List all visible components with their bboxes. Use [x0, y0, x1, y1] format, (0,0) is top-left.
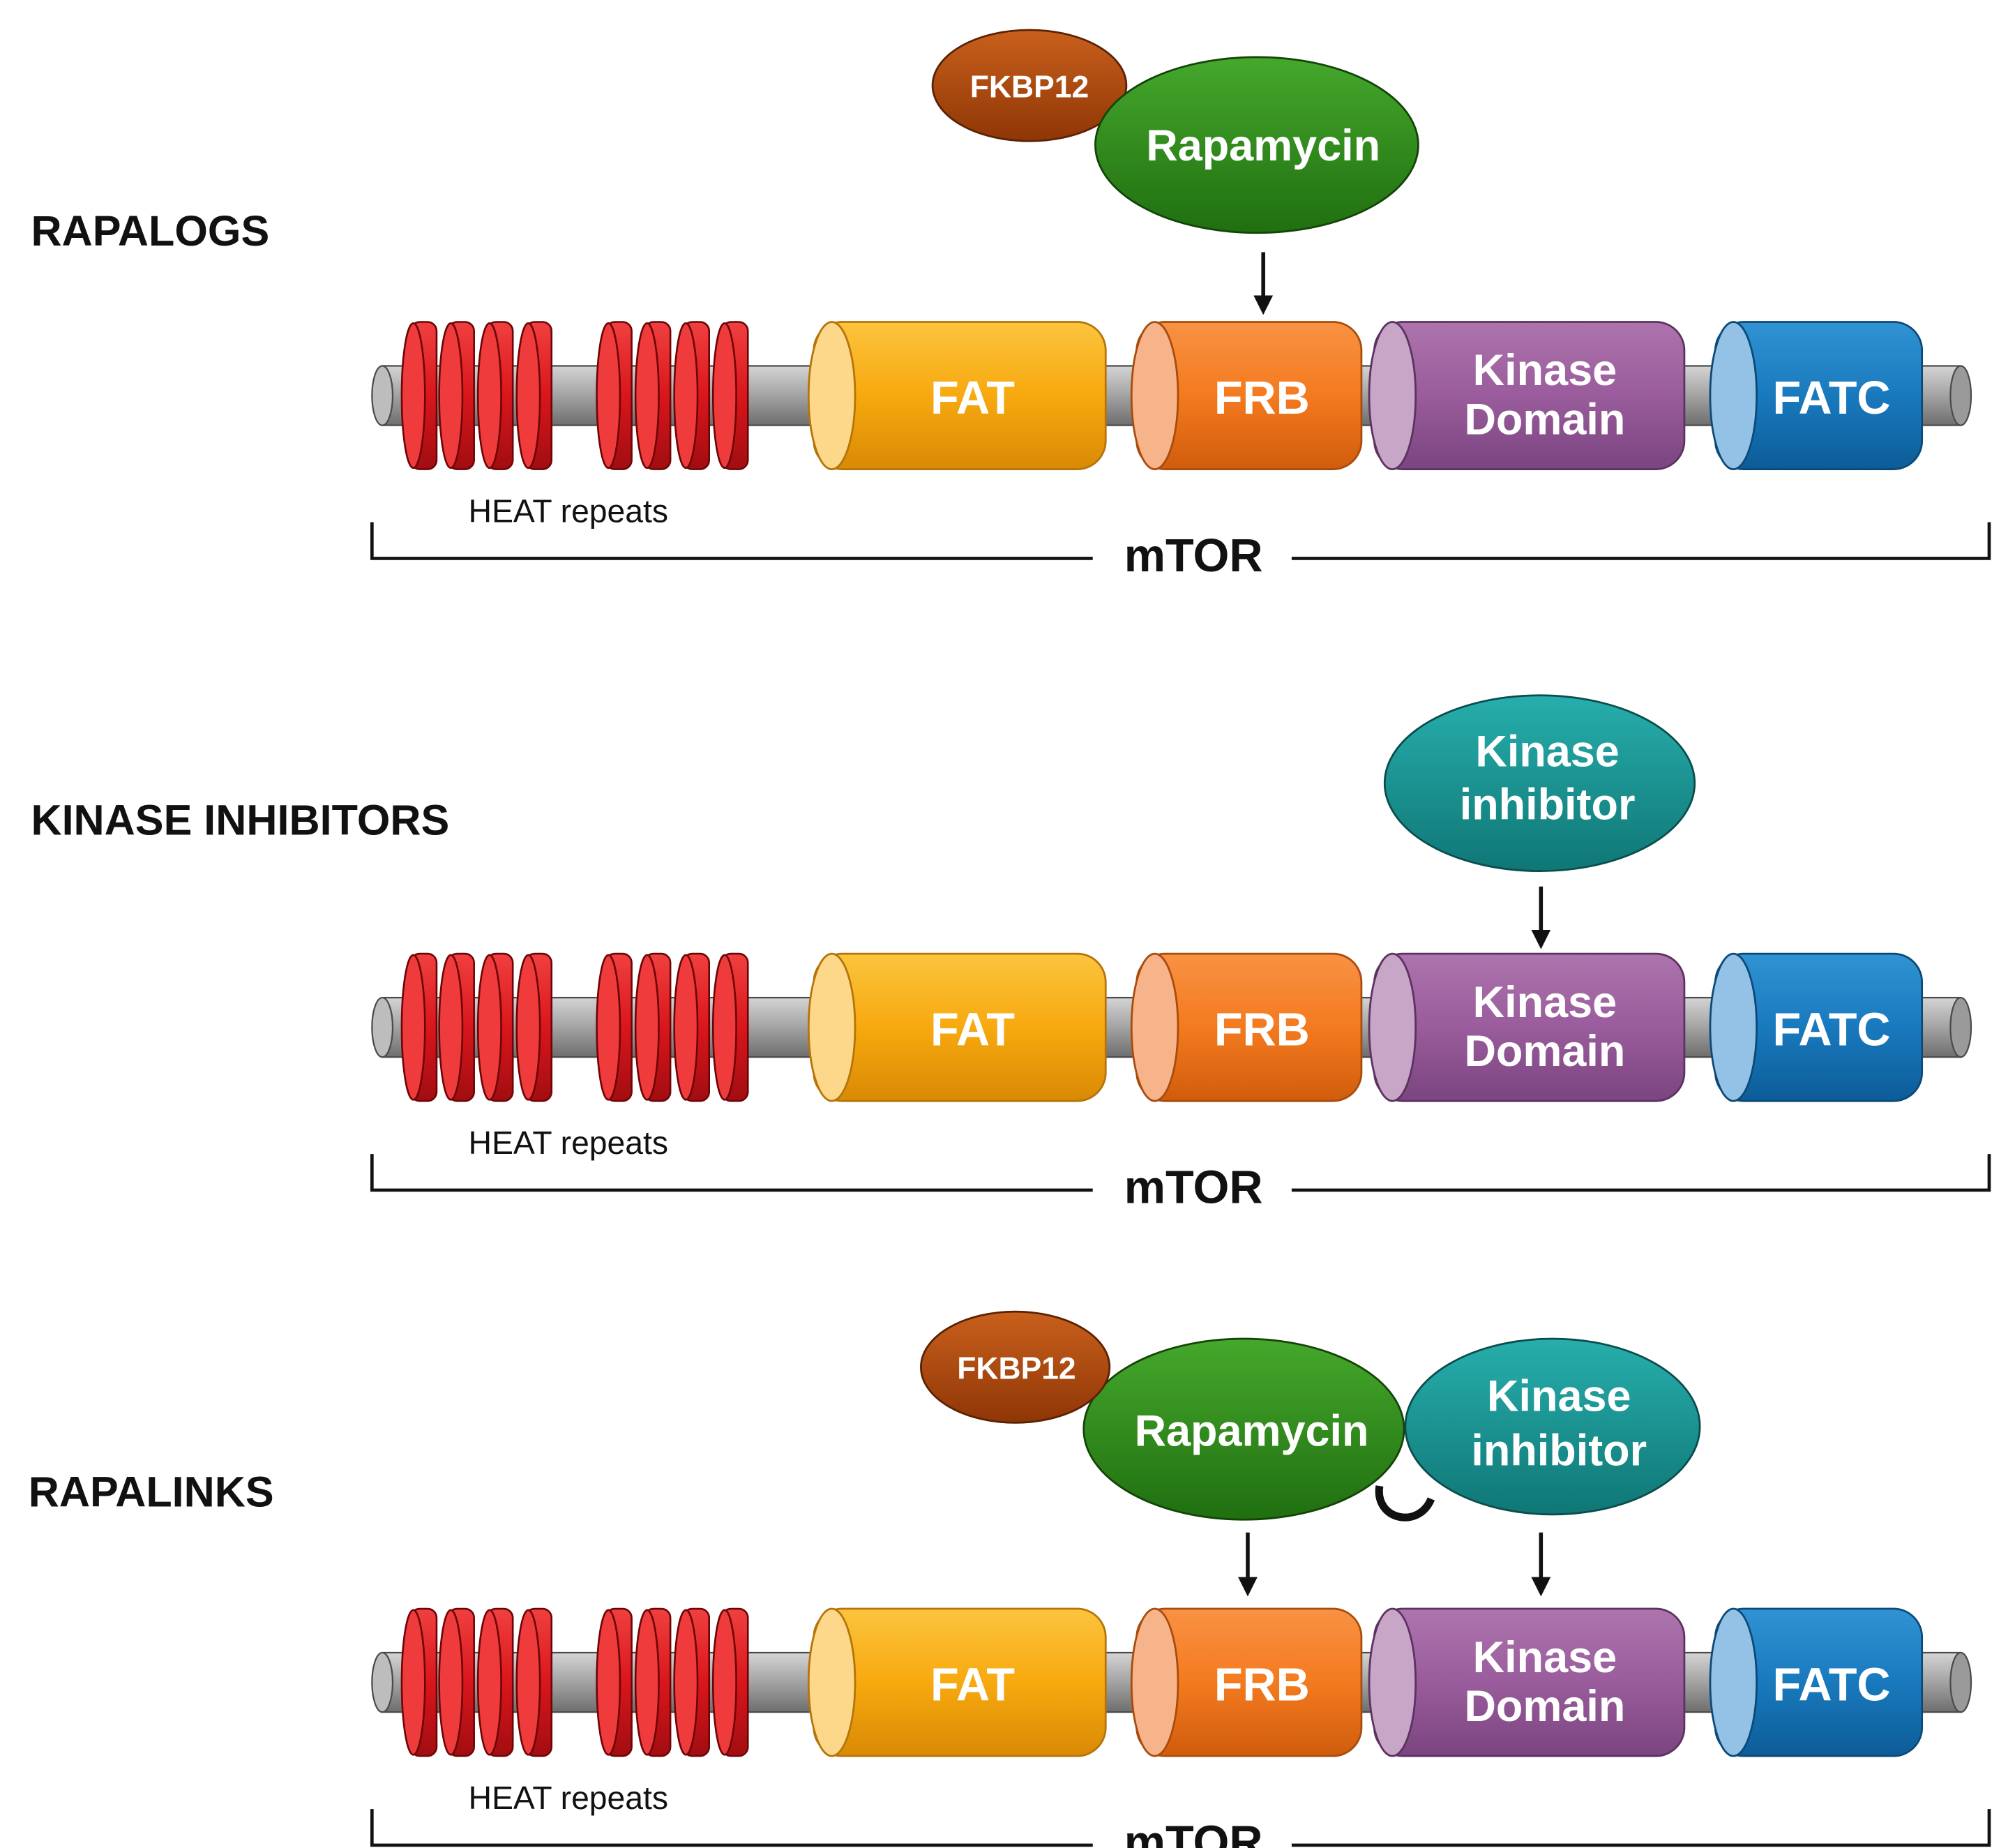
domain-label-frb: FRB	[1214, 1660, 1310, 1711]
heat-repeats-label: HEAT repeats	[469, 1125, 668, 1161]
fkbp12-label: FKBP12	[970, 70, 1089, 104]
heat-repeat-disc	[400, 952, 438, 1102]
mtor-bracket	[370, 1154, 1991, 1192]
domain-label-kinase-line2: Domain	[1464, 1682, 1625, 1731]
heat-repeat-disc	[634, 1607, 672, 1757]
heat-repeat-disc	[438, 1607, 475, 1757]
domain-fat: FAT	[807, 1607, 1107, 1757]
kinase-inhibitor-label-line1: Kinase	[1487, 1372, 1631, 1421]
rapamycin-ellipse: Rapamycin	[1094, 56, 1419, 234]
heat-repeat-disc	[400, 1607, 438, 1757]
heat-repeat-disc	[634, 952, 672, 1102]
heat-repeat-disc	[673, 1607, 711, 1757]
fkbp12-label: FKBP12	[957, 1351, 1076, 1385]
domain-label-frb: FRB	[1214, 1005, 1310, 1056]
domain-fatc: FATC	[1709, 1607, 1924, 1757]
fkbp12-ellipse: FKBP12	[920, 1310, 1111, 1424]
heat-repeats	[400, 1607, 749, 1757]
heat-repeat-disc	[515, 952, 553, 1102]
kinase-inhibitor-label-line2: inhibitor	[1471, 1426, 1647, 1475]
fkbp12-ellipse: FKBP12	[931, 29, 1128, 142]
panel-kinase-inhibitors: Kinase inhibitor	[1383, 694, 1696, 949]
kinase-inhibitor-ellipse: Kinase inhibitor	[1383, 694, 1696, 872]
panel-rapalinks: Kinase inhibitor Rapamycin FKBP12	[920, 1310, 1701, 1597]
domain-label-kinase-line1: Kinase	[1473, 1633, 1617, 1682]
domain-label-fatc: FATC	[1772, 373, 1890, 424]
heat-repeat-disc	[476, 952, 514, 1102]
domain-label-kinase-line1: Kinase	[1473, 346, 1617, 395]
domain-frb: FRB	[1130, 952, 1363, 1102]
heat-repeat-disc	[711, 952, 749, 1102]
heat-repeat-disc	[711, 321, 749, 470]
domain-label-fatc: FATC	[1772, 1005, 1890, 1056]
domain-label-fatc: FATC	[1772, 1660, 1890, 1711]
heat-repeat-disc	[596, 952, 633, 1102]
heat-repeat-disc	[438, 321, 475, 470]
domain-label-fat: FAT	[930, 1005, 1015, 1056]
heat-repeats-label: HEAT repeats	[469, 493, 668, 529]
linker-loop	[1375, 1485, 1435, 1522]
heat-repeat-disc	[515, 1607, 553, 1757]
domain-label-fat: FAT	[930, 373, 1015, 424]
heat-repeat-disc	[673, 952, 711, 1102]
heat-repeats	[400, 952, 749, 1102]
domain-fat: FAT	[807, 952, 1107, 1102]
mtor-label: mTOR	[1124, 1162, 1263, 1214]
heat-repeats-label: HEAT repeats	[469, 1780, 668, 1816]
kinase-inhibitor-label-line1: Kinase	[1475, 728, 1619, 776]
panel-title-rapalinks: RAPALINKS	[29, 1468, 274, 1516]
mtor-bracket	[370, 522, 1991, 560]
domain-label-kinase-line2: Domain	[1464, 396, 1625, 444]
domain-label-kinase-line1: Kinase	[1473, 978, 1617, 1027]
heat-repeat-disc	[711, 1607, 749, 1757]
rapamycin-label: Rapamycin	[1135, 1407, 1369, 1456]
heat-repeat-disc	[673, 321, 711, 470]
kinase-inhibitor-ellipse: Kinase inhibitor	[1404, 1337, 1701, 1516]
heat-repeat-disc	[634, 321, 672, 470]
mtor-label: mTOR	[1124, 1817, 1263, 1848]
domain-frb: FRB	[1130, 1607, 1363, 1757]
panel-rapalogs: FKBP12 Rapamycin	[931, 29, 1419, 315]
panel-title-rapalogs: RAPALOGS	[31, 207, 269, 255]
rapamycin-label: Rapamycin	[1146, 121, 1380, 170]
panel-title-kinase-inhibitors: KINASE INHIBITORS	[31, 797, 449, 844]
heat-repeat-disc	[515, 321, 553, 470]
heat-repeat-disc	[476, 1607, 514, 1757]
heat-repeat-disc	[596, 1607, 633, 1757]
rapamycin-ellipse: Rapamycin	[1082, 1337, 1405, 1521]
mtor-bracket	[370, 1809, 1991, 1847]
domain-label-frb: FRB	[1214, 373, 1310, 424]
domain-label-kinase-line2: Domain	[1464, 1027, 1625, 1076]
heat-repeats	[400, 321, 749, 470]
kinase-inhibitor-label-line2: inhibitor	[1460, 780, 1636, 829]
heat-repeat-disc	[476, 321, 514, 470]
heat-repeat-disc	[400, 321, 438, 470]
domain-frb: FRB	[1130, 321, 1363, 471]
heat-repeat-disc	[596, 321, 633, 470]
domain-fatc: FATC	[1709, 321, 1924, 471]
heat-repeat-disc	[438, 952, 475, 1102]
domain-fatc: FATC	[1709, 952, 1924, 1102]
mtor-label: mTOR	[1124, 530, 1263, 582]
domain-label-fat: FAT	[930, 1660, 1015, 1711]
domain-fat: FAT	[807, 321, 1107, 471]
